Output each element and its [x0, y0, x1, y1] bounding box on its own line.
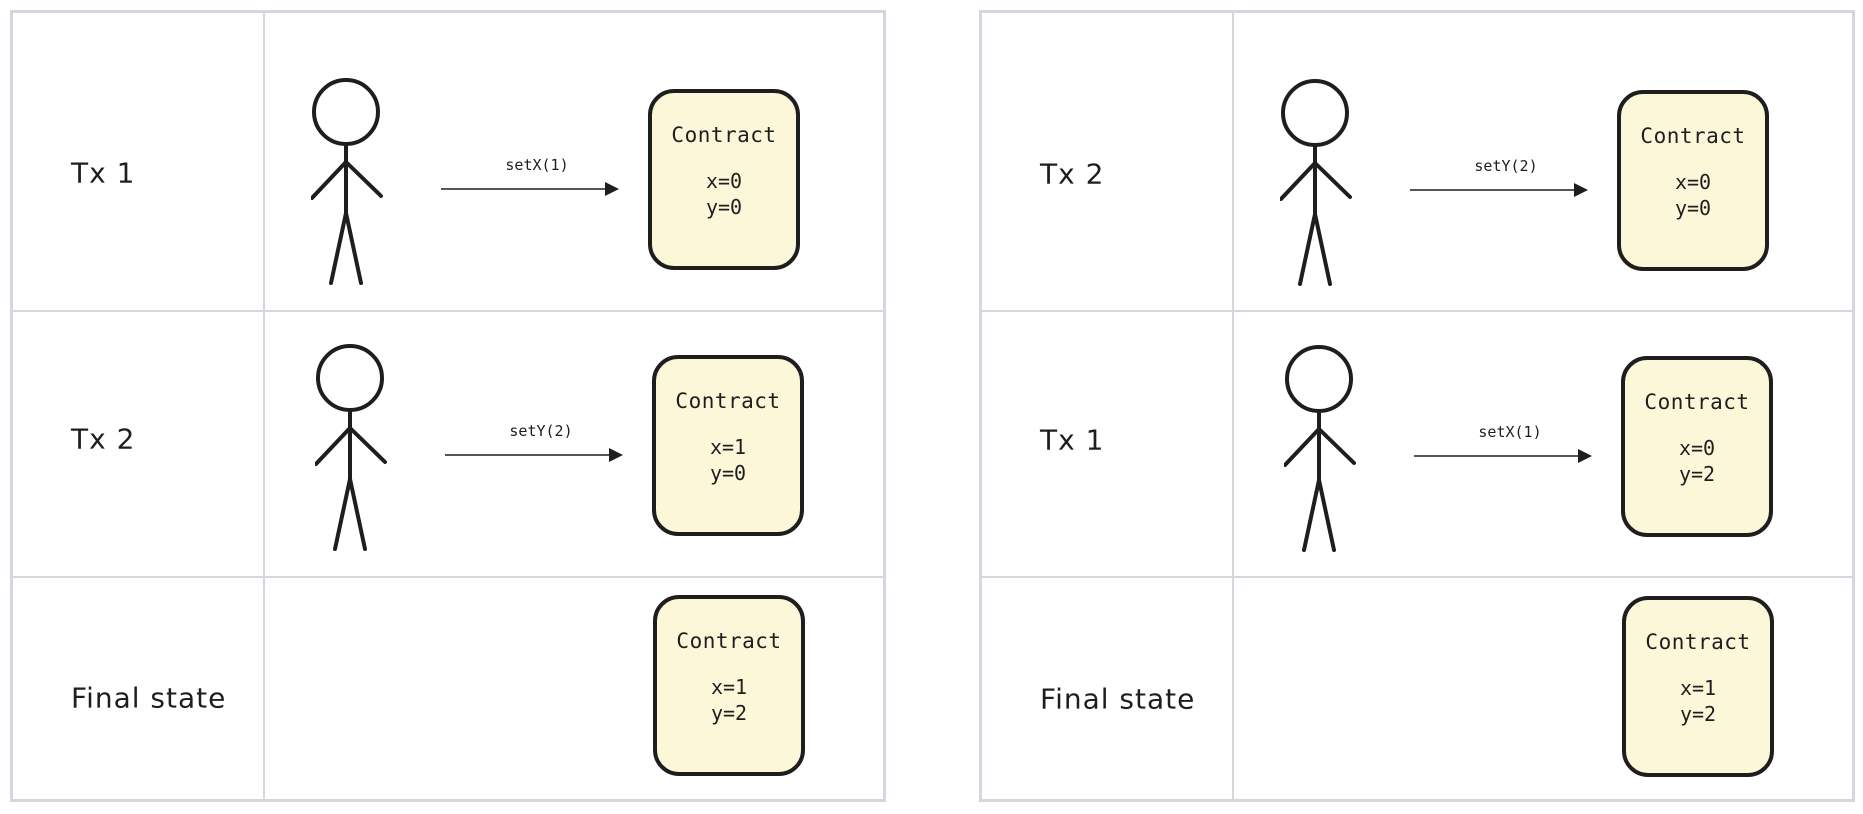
row-divider [982, 310, 1852, 312]
contract-y-value: y=2 [1679, 702, 1717, 726]
row-divider [13, 576, 883, 578]
contract-x-value: x=1 [709, 435, 747, 459]
actor-icon [1284, 345, 1356, 552]
contract-y-value: y=0 [709, 461, 747, 485]
contract-box: Contract x=0 y=0 [1617, 90, 1769, 271]
contract-y-value: y=2 [710, 701, 748, 725]
call-label: setX(1) [1478, 423, 1542, 441]
arrow-icon [1410, 183, 1588, 197]
contract-title: Contract [676, 629, 782, 653]
actor-icon [315, 344, 387, 551]
contract-box: Contract x=1 y=2 [1622, 596, 1774, 777]
contract-x-value: x=0 [1678, 436, 1716, 460]
column-divider [1232, 13, 1234, 799]
contract-x-value: x=0 [1674, 170, 1712, 194]
actor-icon [1280, 79, 1352, 286]
left-panel: Tx 1 setX(1) Contract x=0 y=0 Tx 2 setY(… [10, 10, 886, 802]
contract-y-value: y=0 [705, 195, 743, 219]
contract-title: Contract [1640, 124, 1746, 148]
contract-box: Contract x=0 y=0 [648, 89, 800, 270]
contract-box: Contract x=1 y=0 [652, 355, 804, 536]
contract-box: Contract x=0 y=2 [1621, 356, 1773, 537]
contract-box: Contract x=1 y=2 [653, 595, 805, 776]
call-label: setY(2) [509, 422, 573, 440]
contract-title: Contract [1645, 630, 1751, 654]
contract-x-value: x=0 [705, 169, 743, 193]
contract-title: Contract [671, 123, 777, 147]
row-label: Final state [71, 681, 227, 715]
row-divider [982, 576, 1852, 578]
row-label: Final state [1040, 682, 1196, 716]
column-divider [263, 13, 265, 799]
row-label: Tx 1 [71, 156, 136, 190]
contract-title: Contract [1644, 390, 1750, 414]
row-label: Tx 2 [71, 422, 136, 456]
row-divider [13, 310, 883, 312]
contract-y-value: y=2 [1678, 462, 1716, 486]
right-panel: Tx 2 setY(2) Contract x=0 y=0 Tx 1 setX(… [979, 10, 1855, 802]
call-label: setY(2) [1474, 157, 1538, 175]
contract-x-value: x=1 [1679, 676, 1717, 700]
row-label: Tx 1 [1040, 423, 1105, 457]
row-label: Tx 2 [1040, 157, 1105, 191]
contract-title: Contract [675, 389, 781, 413]
call-label: setX(1) [505, 156, 569, 174]
arrow-icon [1414, 449, 1592, 463]
contract-x-value: x=1 [710, 675, 748, 699]
contract-y-value: y=0 [1674, 196, 1712, 220]
arrow-icon [445, 448, 623, 462]
arrow-icon [441, 182, 619, 196]
actor-icon [311, 78, 383, 285]
